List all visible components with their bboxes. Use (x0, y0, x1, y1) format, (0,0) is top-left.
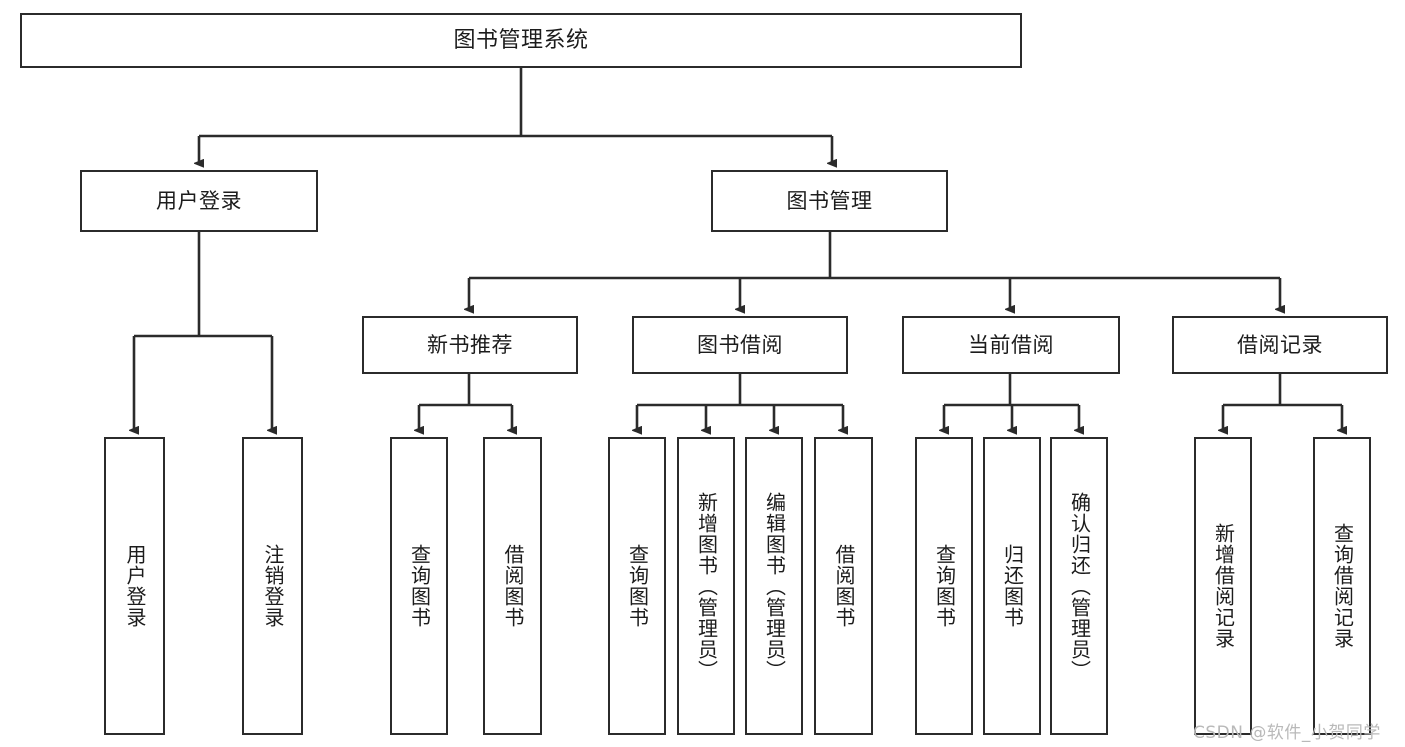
node-leaf-user-login[interactable]: 用户登录 (104, 437, 165, 735)
node-leaf-query-book-2[interactable]: 查询图书 (608, 437, 666, 735)
node-leaf-add-book-admin[interactable]: 新增图书（管理员） (677, 437, 735, 735)
node-book-borrow-label: 图书借阅 (697, 332, 783, 357)
node-leaf-query-borrow-record-label: 查询借阅记录 (1330, 523, 1355, 649)
node-leaf-add-book-admin-label: 新增图书（管理员） (694, 491, 719, 681)
node-leaf-borrow-book-1[interactable]: 借阅图书 (483, 437, 542, 735)
node-root[interactable]: 图书管理系统 (20, 13, 1022, 68)
node-user-login-label: 用户登录 (156, 188, 242, 213)
node-book-management[interactable]: 图书管理 (711, 170, 948, 232)
node-leaf-query-book-1-label: 查询图书 (407, 544, 432, 628)
node-new-book-recommend-label: 新书推荐 (427, 332, 513, 357)
node-user-login[interactable]: 用户登录 (80, 170, 318, 232)
node-leaf-borrow-book-1-label: 借阅图书 (501, 544, 525, 628)
node-leaf-logout-login[interactable]: 注销登录 (242, 437, 303, 735)
node-leaf-edit-book-admin[interactable]: 编辑图书（管理员） (745, 437, 803, 735)
node-new-book-recommend[interactable]: 新书推荐 (362, 316, 578, 374)
node-current-borrow-label: 当前借阅 (968, 332, 1054, 357)
node-leaf-query-book-1[interactable]: 查询图书 (390, 437, 448, 735)
node-leaf-query-book-3-label: 查询图书 (932, 544, 957, 628)
node-book-borrow[interactable]: 图书借阅 (632, 316, 848, 374)
node-borrow-record-label: 借阅记录 (1237, 332, 1323, 357)
node-book-management-label: 图书管理 (786, 188, 873, 213)
node-current-borrow[interactable]: 当前借阅 (902, 316, 1120, 374)
node-leaf-user-login-label: 用户登录 (123, 544, 147, 628)
node-leaf-borrow-book-2[interactable]: 借阅图书 (814, 437, 873, 735)
node-leaf-borrow-book-2-label: 借阅图书 (832, 544, 856, 628)
node-leaf-add-borrow-record-label: 新增借阅记录 (1211, 523, 1236, 649)
node-leaf-return-book[interactable]: 归还图书 (983, 437, 1041, 735)
node-leaf-edit-book-admin-label: 编辑图书（管理员） (762, 491, 787, 681)
node-leaf-query-book-3[interactable]: 查询图书 (915, 437, 973, 735)
node-leaf-logout-login-label: 注销登录 (261, 544, 285, 628)
node-leaf-confirm-return-admin[interactable]: 确认归还（管理员） (1050, 437, 1108, 735)
node-leaf-add-borrow-record[interactable]: 新增借阅记录 (1194, 437, 1252, 735)
node-leaf-return-book-label: 归还图书 (1000, 544, 1025, 628)
node-leaf-confirm-return-admin-label: 确认归还（管理员） (1067, 491, 1092, 681)
node-borrow-record[interactable]: 借阅记录 (1172, 316, 1388, 374)
node-leaf-query-borrow-record[interactable]: 查询借阅记录 (1313, 437, 1371, 735)
csdn-watermark: CSDN @软件_小贺同学 (1193, 723, 1381, 743)
node-leaf-query-book-2-label: 查询图书 (625, 544, 650, 628)
node-root-label: 图书管理系统 (453, 27, 589, 53)
